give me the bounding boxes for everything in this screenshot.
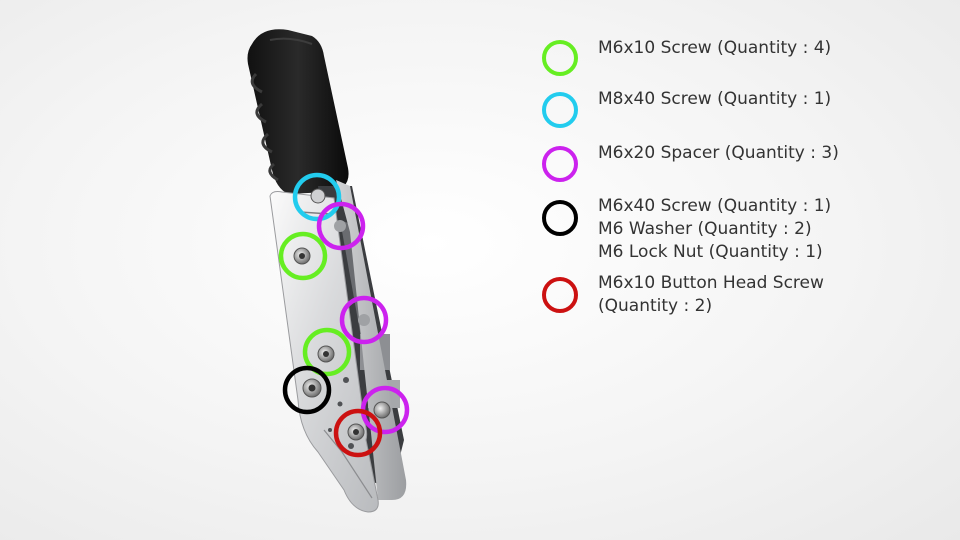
fastener-screws — [293, 188, 391, 441]
marker-m8x40-screw — [292, 172, 342, 222]
marker-m6x10-button-head-screw — [333, 408, 383, 458]
marker-m6x40-screw-washer-nut — [282, 365, 332, 415]
marker-m6x10-screw — [302, 327, 352, 377]
marker-m6x10-screw — [278, 231, 328, 281]
marker-rings — [278, 172, 410, 458]
rubber-grip — [247, 29, 349, 194]
marker-m6x20-spacer — [339, 295, 389, 345]
marker-m6x20-spacer — [316, 201, 366, 251]
